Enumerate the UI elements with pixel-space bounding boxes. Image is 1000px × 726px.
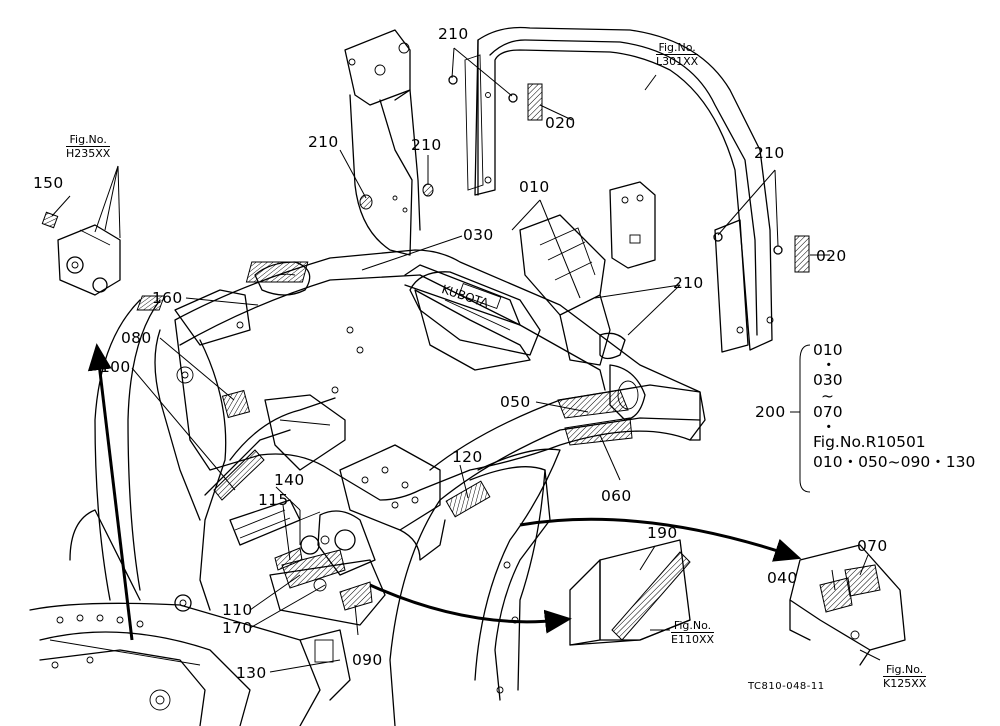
callout-arrows	[87, 343, 802, 641]
set-list: 010 ・ 030 ~ 070 ・ Fig.No.R10501 010・050~…	[813, 340, 975, 472]
set-list-line-3: 030	[813, 371, 843, 389]
drawing-code: TC810-048-11	[748, 681, 825, 692]
label-115: 115	[258, 491, 289, 509]
set-list-line-4: ~	[821, 387, 834, 405]
label-210-lower: 210	[673, 274, 704, 292]
valve-assembly	[229, 394, 446, 626]
fig-ref-h235: Fig.No. H235XX	[66, 133, 111, 160]
rops-frame	[448, 26, 810, 353]
fig-ref-l301-line1: Fig.No.	[658, 41, 696, 54]
label-030: 030	[463, 226, 494, 244]
label-120: 120	[452, 448, 483, 466]
label-020-right: 020	[816, 247, 847, 265]
fig-ref-k125-line2: K125XX	[883, 676, 927, 690]
leader-lines	[51, 47, 881, 673]
set-list-line-2: ・	[821, 356, 837, 374]
fig-ref-h235-line1: Fig.No.	[69, 133, 107, 146]
label-210-mid-right: 210	[411, 136, 442, 154]
label-010: 010	[519, 178, 550, 196]
fig-ref-e110-line1: Fig.No.	[673, 619, 712, 632]
label-060: 060	[601, 487, 632, 505]
label-050: 050	[500, 393, 531, 411]
label-140: 140	[274, 471, 305, 489]
label-130: 130	[236, 664, 267, 682]
left-fender	[69, 339, 336, 612]
label-100: 100	[100, 358, 131, 376]
label-170: 170	[222, 619, 253, 637]
label-020-top: 020	[545, 114, 576, 132]
label-160: 160	[152, 289, 183, 307]
label-210-top: 210	[438, 25, 469, 43]
set-list-line-7: Fig.No.R10501	[813, 433, 926, 451]
set-list-line-8: 010・050~090・130	[813, 453, 976, 471]
fender-cover	[789, 544, 906, 666]
rops-post-left	[344, 29, 434, 256]
fig-ref-e110-line2: E110XX	[671, 632, 715, 646]
label-040: 040	[767, 569, 798, 587]
fig-ref-k125: Fig.No. K125XX	[883, 663, 927, 690]
label-080: 080	[121, 329, 152, 347]
seat-plate	[519, 214, 626, 366]
label-210-right: 210	[754, 144, 785, 162]
set-list-line-5: 070	[813, 403, 843, 421]
front-bonnet	[29, 602, 351, 726]
label-070: 070	[857, 537, 888, 555]
label-150: 150	[33, 174, 64, 192]
fig-ref-l301: Fig.No. L301XX	[656, 41, 699, 68]
set-list-line-6: ・	[821, 418, 837, 436]
fig-ref-l301-line2: L301XX	[656, 54, 699, 68]
fig-ref-h235-line2: H235XX	[66, 146, 111, 160]
set-list-line-1: 010	[813, 341, 843, 359]
label-210-mid-left: 210	[308, 133, 339, 151]
left-valve	[41, 211, 121, 296]
label-200: 200	[755, 403, 786, 421]
fig-ref-k125-line1: Fig.No.	[885, 663, 924, 676]
label-190: 190	[647, 524, 678, 542]
fig-ref-e110: Fig.No. E110XX	[671, 619, 715, 646]
label-090: 090	[352, 651, 383, 669]
right-fender	[389, 364, 701, 726]
label-110: 110	[222, 601, 253, 619]
